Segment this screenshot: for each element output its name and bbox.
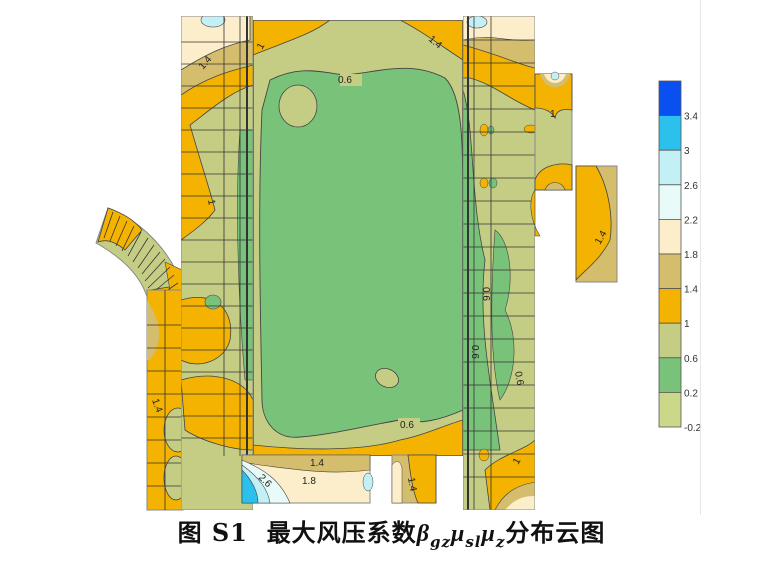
svg-text:1.4: 1.4 xyxy=(405,477,418,493)
bottom-notch-left: 1.4 1.8 2.6 xyxy=(241,454,374,504)
svg-text:1: 1 xyxy=(511,456,524,467)
right-annex-side: 1.4 xyxy=(575,165,618,283)
svg-text:1.8: 1.8 xyxy=(302,476,316,487)
caption-text-before: 最大风压系数 xyxy=(266,518,417,547)
colorbar-swatch xyxy=(658,391,682,428)
colorbar-swatch xyxy=(658,288,682,324)
mu-sl-symbol: μ xyxy=(451,521,466,547)
colorbar-tick-label: -0.2 xyxy=(684,423,702,434)
colorbar-legend: 3.4 3 2.6 2.2 1.8 1.4 1 0.6 0.2 -0.2 xyxy=(658,80,702,434)
svg-text:0.6: 0.6 xyxy=(480,287,491,301)
beta-symbol: β xyxy=(416,521,430,547)
svg-text:0.6: 0.6 xyxy=(400,420,414,431)
colorbar-swatch xyxy=(658,218,682,255)
bottom-notch-right: 1.4 xyxy=(391,454,437,504)
colorbar-tick-label: 2.2 xyxy=(684,215,698,226)
svg-text:1.4: 1.4 xyxy=(310,458,324,469)
colorbar-swatch xyxy=(658,253,682,289)
svg-text:0.6: 0.6 xyxy=(338,75,352,86)
colorbar-tick-label: 1.4 xyxy=(684,285,698,296)
left-strip: 1.4 1 xyxy=(181,16,253,510)
colorbar-tick-label: 3 xyxy=(684,146,690,157)
colorbar-tick-label: 0.6 xyxy=(684,354,698,365)
beta-subscript: gz xyxy=(429,532,451,551)
svg-text:1.4: 1.4 xyxy=(149,397,164,414)
colorbar-swatch xyxy=(658,322,682,359)
mu-z-subscript: z xyxy=(495,532,506,551)
figure-caption: 图 S1 最大风压系数βgzμslμz分布云图 xyxy=(0,513,783,551)
wind-pressure-contour-plot: 1.4 1.4 1 xyxy=(95,16,702,511)
page-edge-line xyxy=(700,0,701,515)
svg-text:1: 1 xyxy=(255,41,268,52)
colorbar-tick-label: 1.8 xyxy=(684,250,698,261)
right-strip: 0.6 0.6 0.6 1 xyxy=(463,16,535,510)
colorbar-swatch xyxy=(658,184,682,220)
colorbar-tick-label: 2.6 xyxy=(684,181,698,192)
figure-number: 图 S1 xyxy=(177,518,248,547)
caption-text-after: 分布云图 xyxy=(505,518,606,547)
svg-text:0.6: 0.6 xyxy=(469,345,480,359)
colorbar-swatch xyxy=(658,80,682,116)
svg-text:1: 1 xyxy=(550,109,556,120)
colorbar-swatch xyxy=(658,115,682,151)
colorbar-tick-label: 3.4 xyxy=(684,112,698,123)
mu-sl-subscript: sl xyxy=(465,532,482,551)
colorbar-tick-label: 0.2 xyxy=(684,388,698,399)
colorbar-swatch xyxy=(658,149,682,186)
svg-text:1: 1 xyxy=(205,199,217,207)
svg-text:0.6: 0.6 xyxy=(512,371,525,387)
colorbar-tick-label: 1 xyxy=(684,319,690,330)
right-annex-top: 1 xyxy=(534,71,573,191)
central-roof: 0.6 0.6 1.4 1 xyxy=(253,20,463,456)
mu-z-symbol: μ xyxy=(481,521,496,547)
colorbar-swatch xyxy=(658,357,682,393)
